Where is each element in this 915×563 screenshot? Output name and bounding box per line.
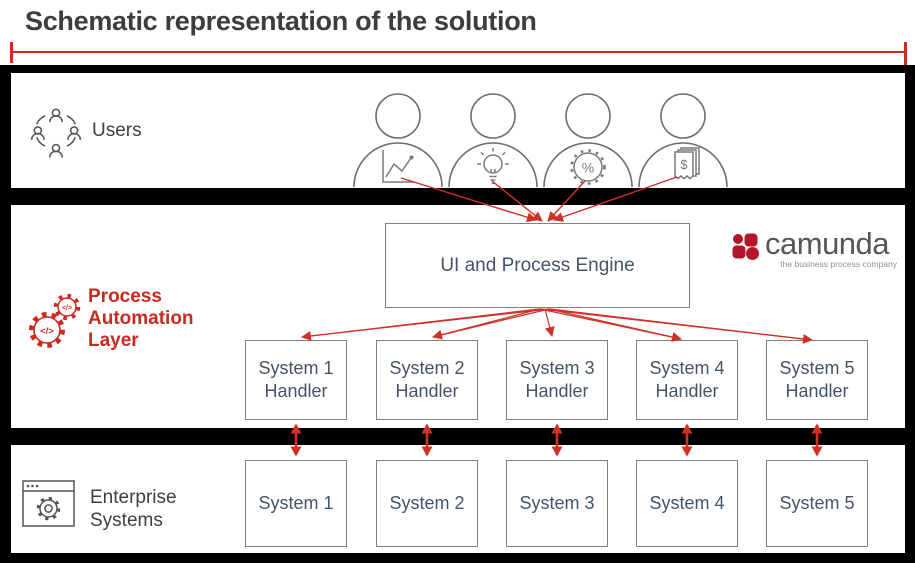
camunda-logo-icon <box>732 233 759 260</box>
app-window-gear-icon <box>22 480 75 527</box>
title-underline <box>11 51 906 53</box>
camunda-tagline: the business process company <box>780 259 897 269</box>
camunda-wordmark: camunda <box>765 226 890 261</box>
lane-label-process-automation: Process Automation Layer <box>88 286 194 351</box>
user-figure-finance: $ <box>638 93 728 188</box>
lane-label-enterprise-systems: Enterprise Systems <box>90 487 177 531</box>
user-figure-analytics <box>353 93 443 188</box>
ui-process-engine-box: UI and Process Engine <box>385 223 690 308</box>
ui-process-engine-label: UI and Process Engine <box>440 255 635 276</box>
system-3-box: System 3 <box>506 460 608 547</box>
system-4-box: System 4 <box>636 460 738 547</box>
user-figure-rates: % <box>543 93 633 188</box>
system-5-box: System 5 <box>766 460 868 547</box>
user-figure-idea <box>448 93 538 188</box>
lane-label-users: Users <box>92 120 142 141</box>
community-icon <box>30 108 82 158</box>
svg-text:</>: </> <box>40 326 54 337</box>
system-2-box: System 2 <box>376 460 478 547</box>
svg-text:%: % <box>582 160 594 176</box>
dollar-receipt-icon: $ <box>674 147 700 180</box>
svg-text:</>: </> <box>62 305 72 312</box>
svg-text:$: $ <box>680 157 688 172</box>
system-1-box: System 1 <box>245 460 347 547</box>
gears-code-icon: </> </> <box>29 293 81 348</box>
page-title: Schematic representation of the solution <box>25 6 537 36</box>
rule-right-tick <box>904 42 907 66</box>
